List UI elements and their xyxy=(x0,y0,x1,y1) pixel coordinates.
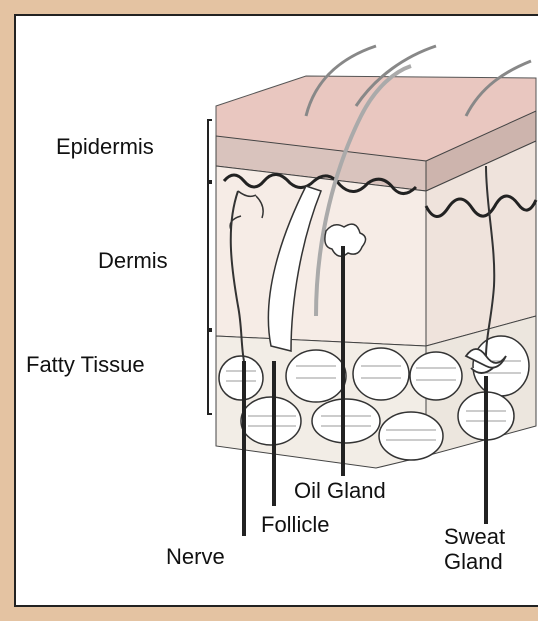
label-fatty-tissue: Fatty Tissue xyxy=(26,352,145,377)
label-follicle: Follicle xyxy=(261,512,329,537)
label-nerve: Nerve xyxy=(166,544,225,569)
label-sweat-line1: Sweat xyxy=(444,524,505,549)
label-sweat-line2: Gland xyxy=(444,549,505,574)
label-oil-gland: Oil Gland xyxy=(294,478,386,503)
label-epidermis: Epidermis xyxy=(56,134,154,159)
layer-brackets xyxy=(208,120,212,414)
label-dermis: Dermis xyxy=(98,248,168,273)
label-sweat-gland: Sweat Gland xyxy=(444,524,505,575)
diagram-panel: Epidermis Dermis Fatty Tissue Oil Gland … xyxy=(14,14,538,607)
